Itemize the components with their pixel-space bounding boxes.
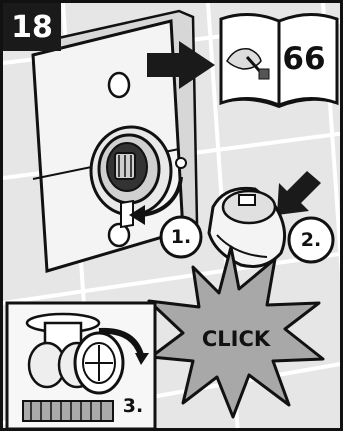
plate-upper-hole xyxy=(109,73,129,97)
callout-step-3: 3. xyxy=(111,385,155,427)
plate-lower-hole xyxy=(109,224,129,246)
step-number-badge: 18 xyxy=(3,3,61,51)
callout-step-1: 1. xyxy=(161,217,201,257)
valve-knob-icon xyxy=(209,188,285,266)
manual-page-reference: 66 xyxy=(273,39,335,79)
arrow-diagonal-icon xyxy=(277,171,321,215)
click-label: CLICK xyxy=(186,321,286,357)
callout-step-2: 2. xyxy=(287,220,335,260)
